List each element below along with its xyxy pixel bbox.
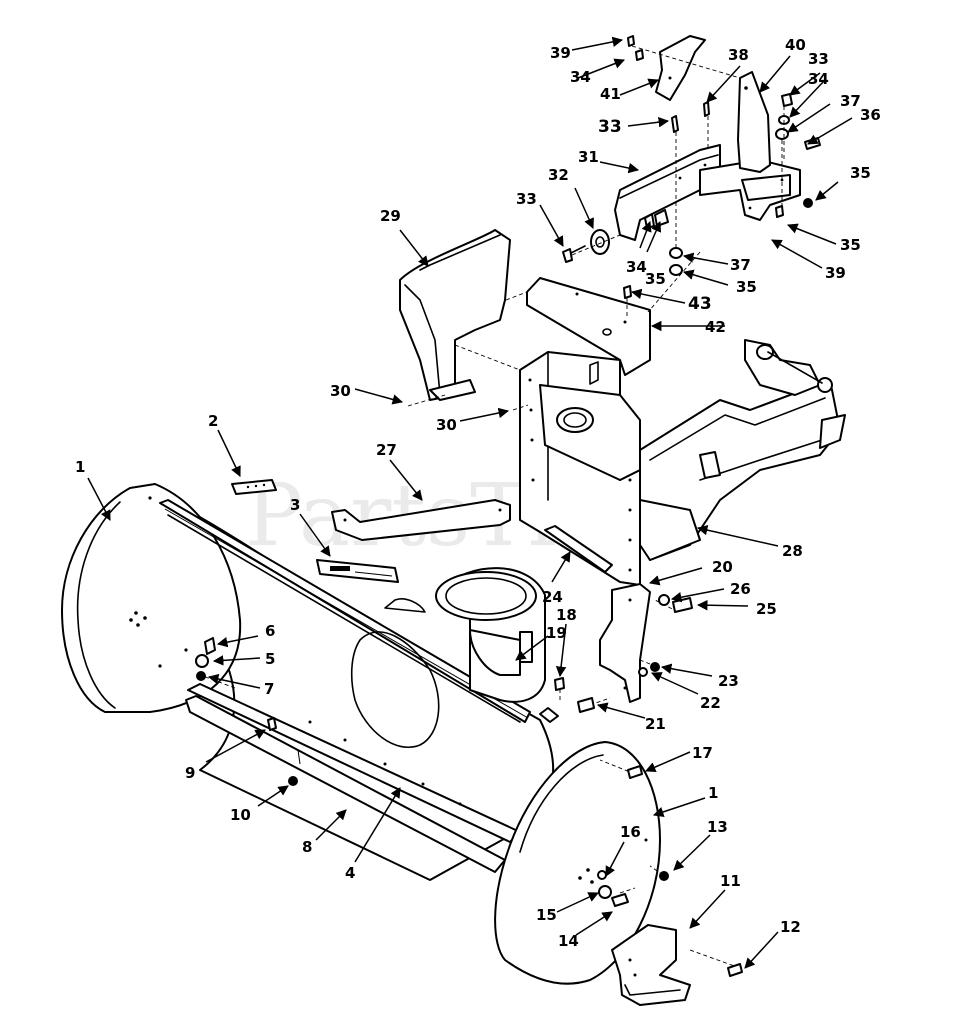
left-plate-edge [76, 501, 121, 709]
part-41-lever [655, 35, 706, 101]
callout-33b: 33 [598, 117, 622, 137]
callout-29: 29 [380, 207, 401, 225]
shave-plate [185, 695, 506, 873]
callout-8: 8 [302, 838, 312, 856]
callout-37b: 37 [730, 256, 751, 274]
callout-27: 27 [376, 441, 397, 459]
callout-10: 10 [230, 806, 251, 824]
part-27-brace [331, 499, 511, 541]
callout-15: 15 [536, 906, 557, 924]
callout-35c: 35 [840, 236, 861, 254]
callout-14: 14 [558, 932, 579, 950]
callout-38: 38 [728, 46, 749, 64]
callout-28: 28 [782, 542, 803, 560]
part-20-bracket [599, 583, 651, 703]
callout-24: 24 [542, 588, 563, 606]
callout-9: 9 [185, 764, 195, 782]
callout-34a: 34 [570, 68, 591, 86]
part-31-bracket [614, 144, 721, 241]
callout-4: 4 [345, 864, 355, 882]
callout-2: 2 [208, 412, 218, 430]
left-side-plate [61, 483, 242, 713]
callout-labels: 1 1 2 3 4 5 6 7 8 9 10 11 12 13 14 15 16… [75, 36, 881, 950]
callout-17: 17 [692, 744, 713, 762]
callout-33c: 33 [808, 50, 829, 68]
callout-35d: 35 [736, 278, 757, 296]
right-side-plate [494, 741, 661, 985]
callout-12: 12 [780, 918, 801, 936]
part-11-skid-shoe [611, 924, 743, 1006]
callout-25: 25 [756, 600, 777, 618]
gearbox [384, 567, 546, 703]
hitch-frame [519, 339, 846, 586]
left-fasteners [195, 637, 298, 786]
callout-42: 42 [705, 318, 726, 336]
callout-26: 26 [730, 580, 751, 598]
callout-30b: 30 [436, 416, 457, 434]
callout-21: 21 [645, 715, 666, 733]
callout-39b: 39 [825, 264, 846, 282]
callout-35a: 35 [645, 270, 666, 288]
callout-7: 7 [264, 680, 274, 698]
callout-5: 5 [265, 650, 275, 668]
callout-32: 32 [548, 166, 569, 184]
callout-40: 40 [785, 36, 806, 54]
callout-34c: 34 [808, 70, 829, 88]
callout-31: 31 [578, 148, 599, 166]
callout-43: 43 [688, 294, 712, 314]
callout-20: 20 [712, 558, 733, 576]
callout-6: 6 [265, 622, 275, 640]
control-assembly [562, 35, 821, 318]
part-40-bracket [737, 71, 771, 173]
callout-36: 36 [860, 106, 881, 124]
auger-housing [61, 483, 661, 985]
callout-23: 23 [718, 672, 739, 690]
callout-3: 3 [290, 496, 300, 514]
part-3-decal [316, 559, 399, 583]
callout-34b: 34 [626, 258, 647, 276]
auger-blade [350, 631, 440, 748]
callout-18: 18 [556, 606, 577, 624]
callout-35b: 35 [850, 164, 871, 182]
top-rail [159, 499, 531, 723]
part-24-rod [544, 525, 613, 573]
callout-13: 13 [707, 818, 728, 836]
leader-arrows [87, 36, 853, 969]
callout-1: 1 [75, 458, 85, 476]
callout-39a: 39 [550, 44, 571, 62]
callout-11: 11 [720, 872, 741, 890]
part-42-plate [526, 277, 651, 385]
callout-30a: 30 [330, 382, 351, 400]
callout-41: 41 [600, 85, 621, 103]
top-rail-flange [167, 514, 521, 723]
callout-22: 22 [700, 694, 721, 712]
part-29-shield [399, 229, 511, 401]
callout-19: 19 [546, 624, 567, 642]
callout-1b: 1 [708, 784, 718, 802]
callout-16: 16 [620, 823, 641, 841]
part-2-decal [231, 479, 277, 495]
callout-37a: 37 [840, 92, 861, 110]
callout-33a: 33 [516, 190, 537, 208]
